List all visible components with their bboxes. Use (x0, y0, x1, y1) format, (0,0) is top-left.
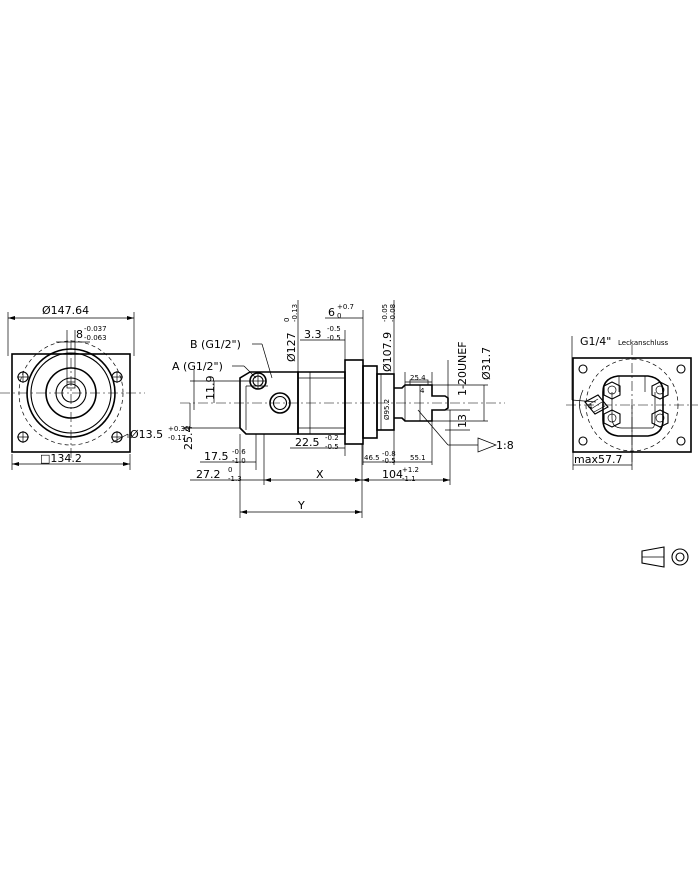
dim-46-5-lower: -0.5 (382, 457, 396, 465)
taper-symbol (477, 437, 497, 453)
dim-22-5-lower: -0.5 (325, 443, 339, 451)
hub-circle (45, 367, 97, 419)
square-size-label: □134.2 (40, 452, 82, 465)
pilot-diameter (376, 373, 395, 431)
dia-127-upper: 0 (283, 318, 291, 322)
drain-port-note: Leckanschluss (618, 339, 669, 347)
dim-25-4-horizontal: 25.4 (410, 374, 426, 382)
dim-4: 4 (420, 387, 425, 395)
pilot-dia-95: Ø95.2 (383, 399, 391, 420)
rear-view: 4 G1/4" Leckanschluss max57.7 (566, 335, 698, 470)
dim-22-5: 22.5 (295, 436, 320, 449)
hole-diameter-label: Ø13.5 (130, 428, 163, 441)
dim-x: X (316, 468, 324, 481)
dim-y: Y (297, 499, 305, 512)
dim-3-3-lower: -0.5 (327, 334, 341, 342)
dia-107-9-upper: -0.05 (381, 304, 389, 322)
rear-cover-outline (602, 375, 664, 437)
dim-46-5: 46.5 (364, 454, 380, 462)
dim-6-lower: 0 (337, 312, 341, 320)
key-width-lower: -0.063 (84, 334, 107, 342)
dia-107-9-lower: -0.08 (389, 304, 397, 322)
dim-3-3-upper: -0.5 (327, 325, 341, 333)
drain-port (584, 394, 609, 415)
dim-22-5-upper: -0.2 (325, 434, 339, 442)
dim-17-5-lower: -1.0 (232, 457, 246, 465)
dim-46-5-upper: -0.8 (382, 450, 396, 458)
dia-127: Ø127 (285, 332, 298, 362)
port-b-label: B (G1/2") (190, 338, 241, 351)
output-shaft (394, 384, 449, 422)
dim-55-1: 55.1 (410, 454, 426, 462)
dim-27-2: 27.2 (196, 468, 221, 481)
max-dimension-label: max57.7 (574, 453, 622, 466)
dim-3-3: 3.3 (304, 328, 322, 341)
dim-17-5: 17.5 (204, 450, 229, 463)
dim-25-4-vertical: 25.4 (182, 426, 195, 451)
mounting-flange (344, 359, 364, 445)
hole-diameter-upper: +0.35 (168, 425, 189, 433)
hex-bolts (603, 381, 669, 428)
dia-107-9: Ø107.9 (381, 332, 394, 372)
dim-13: 13 (456, 414, 469, 428)
rear-small-dim: 4 (588, 403, 593, 411)
key-width-label: 8 (76, 328, 83, 341)
dia-127-lower: -0.13 (291, 304, 299, 322)
dim-27-2-upper: 0 (228, 466, 232, 474)
dia-31-7: Ø31.7 (480, 347, 493, 380)
projection-symbol (641, 546, 689, 568)
bolt-circle (18, 340, 124, 446)
front-flange-view: Ø147.64 8 -0.037 -0.063 Ø13.5 +0.35 -0.1… (0, 304, 189, 470)
dim-17-5-upper: -0.6 (232, 448, 246, 456)
dim-6-upper: +0.7 (337, 303, 354, 311)
port-a (269, 392, 291, 414)
drain-port-label: G1/4" (580, 335, 611, 348)
dim-6: 6 (328, 306, 335, 319)
side-view: Ø95.2 B (G1/2") A (G1/2") 11.9 25.4 Ø127… (172, 300, 514, 518)
thread-label: 1-20UNEF (456, 341, 469, 396)
dim-104-upper: +1.2 (402, 466, 419, 474)
dim-104-lower: -1.1 (402, 475, 416, 483)
flange-diameter-label: Ø147.64 (42, 304, 89, 317)
bolt-holes (17, 371, 123, 443)
hole-diameter-lower: -0.17 (168, 434, 186, 442)
dim-11-9: 11.9 (204, 376, 217, 401)
dim-104: 104 (382, 468, 403, 481)
port-a-label: A (G1/2") (172, 360, 223, 373)
taper-label: 1:8 (496, 439, 514, 452)
dim-27-2-lower: -1.3 (228, 475, 242, 483)
key-width-upper: -0.037 (84, 325, 107, 333)
